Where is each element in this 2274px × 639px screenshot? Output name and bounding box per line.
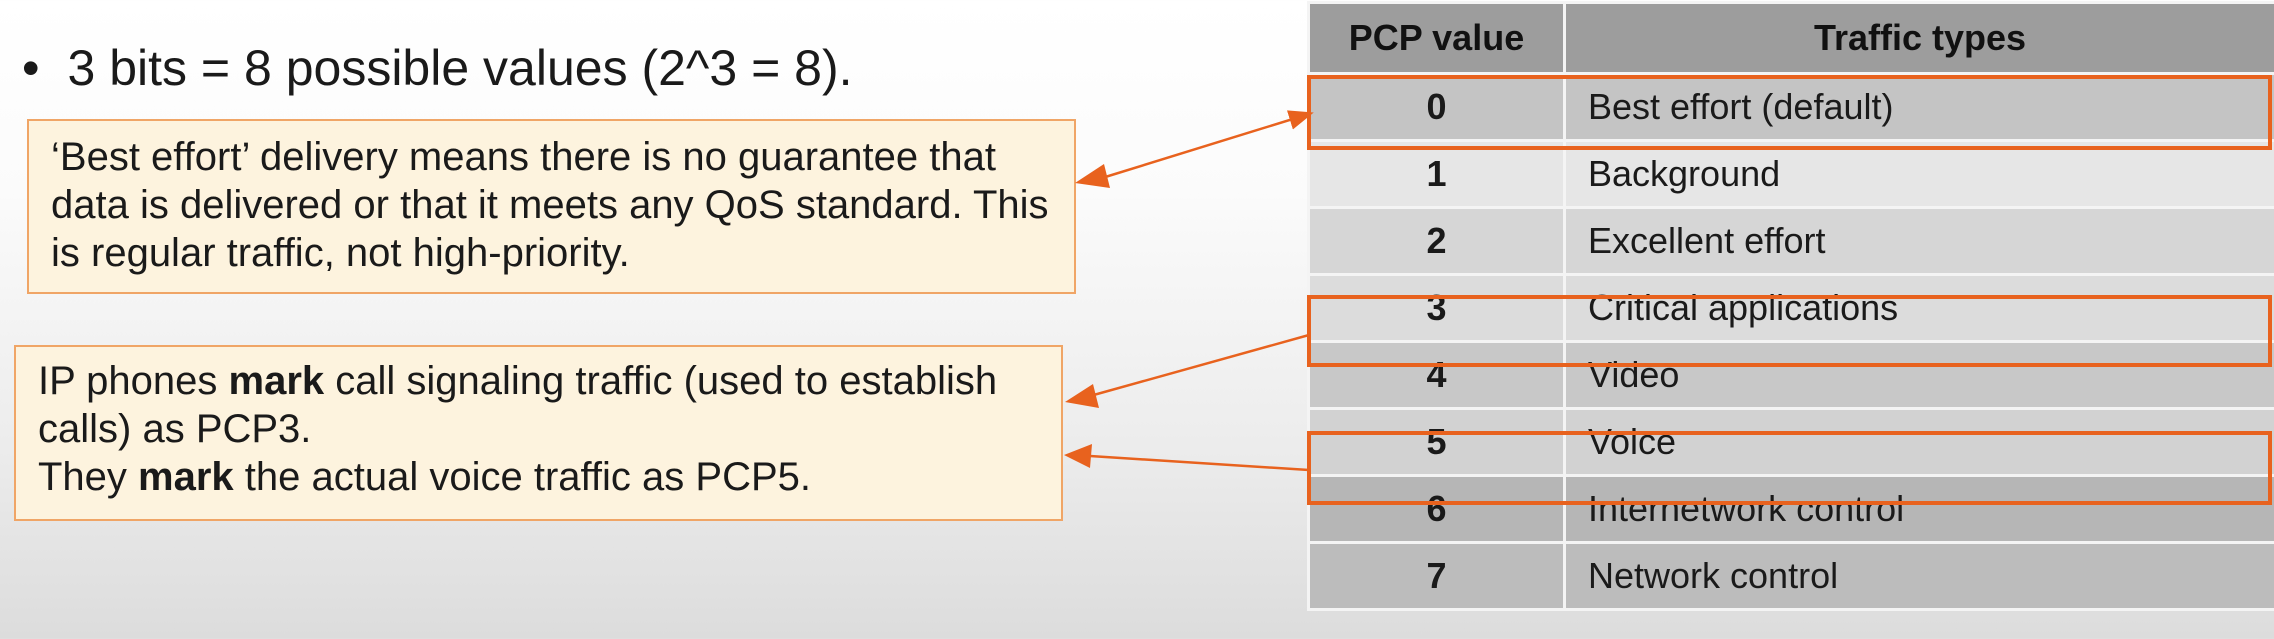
arrowhead-voice xyxy=(1064,444,1092,468)
table-row: 4 Video xyxy=(1307,340,2274,410)
pcp-value-cell: 4 xyxy=(1307,340,1566,410)
table-row: 2 Excellent effort xyxy=(1307,206,2274,276)
ip-phones-note: IP phones mark call signaling traffic (u… xyxy=(14,345,1063,521)
table-row: 3 Critical applications xyxy=(1307,273,2274,343)
pcp-value-cell: 7 xyxy=(1307,541,1566,611)
traffic-type-cell: Excellent effort xyxy=(1563,206,2274,276)
arrowhead-best-effort xyxy=(1075,164,1110,188)
table-row: 0 Best effort (default) xyxy=(1307,72,2274,142)
arrow-voice xyxy=(1089,454,1310,472)
text-segment: the actual voice traffic as PCP5. xyxy=(233,455,811,499)
bullet-text: 3 bits = 8 possible values (2^3 = 8). xyxy=(67,40,853,96)
arrowhead-critical-applications xyxy=(1065,384,1099,408)
table-header-row: PCP value Traffic types xyxy=(1307,1,2274,75)
table-row: 5 Voice xyxy=(1307,407,2274,477)
traffic-type-cell: Video xyxy=(1563,340,2274,410)
pcp-value-cell: 0 xyxy=(1307,72,1566,142)
traffic-type-cell: Voice xyxy=(1563,407,2274,477)
pcp-value-cell: 6 xyxy=(1307,474,1566,544)
table-row: 7 Network control xyxy=(1307,541,2274,611)
header-traffic-types: Traffic types xyxy=(1563,1,2274,75)
traffic-type-cell: Network control xyxy=(1563,541,2274,611)
text-segment: IP phones xyxy=(38,359,229,403)
bullet-symbol: • xyxy=(22,40,40,96)
bold-mark: mark xyxy=(228,359,325,403)
ip-phones-note-line-2: They mark the actual voice traffic as PC… xyxy=(38,453,1041,501)
best-effort-note: ‘Best effort’ delivery means there is no… xyxy=(27,119,1076,294)
arrow-best-effort xyxy=(1101,110,1314,180)
bold-mark: mark xyxy=(138,455,234,499)
arrow-critical-applications xyxy=(1089,333,1310,398)
pcp-value-cell: 2 xyxy=(1307,206,1566,276)
pcp-value-cell: 1 xyxy=(1307,139,1566,209)
table-row: 1 Background xyxy=(1307,139,2274,209)
ip-phones-note-line-1: IP phones mark call signaling traffic (u… xyxy=(38,357,1041,453)
pcp-table: PCP value Traffic types 0 Best effort (d… xyxy=(1307,1,2274,611)
traffic-type-cell: Critical applications xyxy=(1563,273,2274,343)
traffic-type-cell: Background xyxy=(1563,139,2274,209)
pcp-value-cell: 5 xyxy=(1307,407,1566,477)
header-pcp-value: PCP value xyxy=(1307,1,1566,75)
pcp-value-cell: 3 xyxy=(1307,273,1566,343)
bullet-point: • 3 bits = 8 possible values (2^3 = 8). xyxy=(22,38,853,98)
traffic-type-cell: Internetwork control xyxy=(1563,474,2274,544)
text-segment: call signaling traffic (used to establis… xyxy=(38,359,998,451)
traffic-type-cell: Best effort (default) xyxy=(1563,72,2274,142)
table-row: 6 Internetwork control xyxy=(1307,474,2274,544)
best-effort-note-text: ‘Best effort’ delivery means there is no… xyxy=(51,135,1049,275)
text-segment: They xyxy=(38,455,139,499)
